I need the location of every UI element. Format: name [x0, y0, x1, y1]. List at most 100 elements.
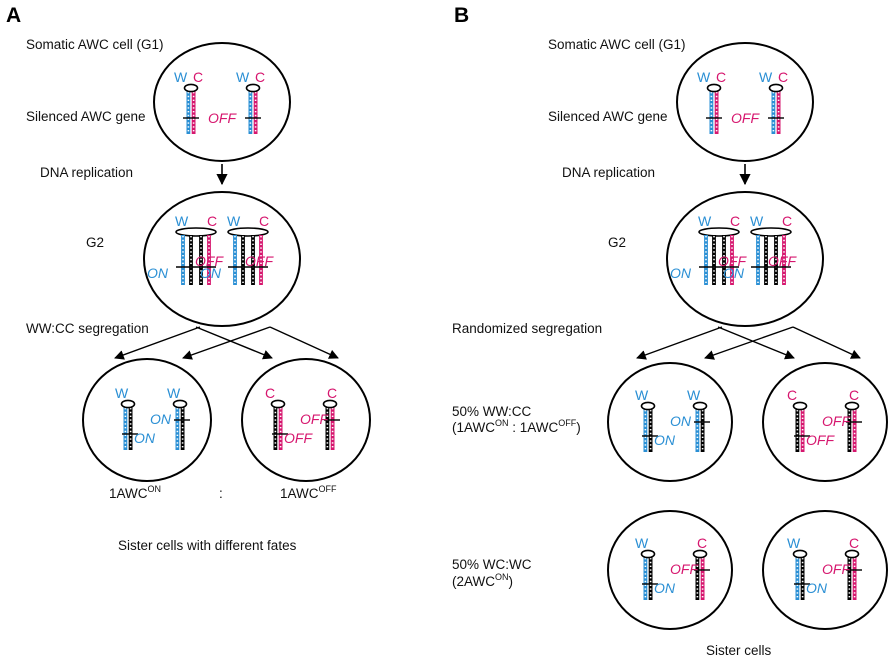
c-label: C: [327, 385, 337, 401]
off-label: OFF: [806, 432, 835, 448]
centromere-cap: [844, 549, 860, 559]
ww-open: (1AWC: [452, 420, 495, 435]
panel-b-segregation-label: Randomized segregation: [452, 321, 602, 336]
centromere-cap: [768, 83, 784, 93]
panel-a-seg-arrow: [195, 326, 273, 360]
centromere-cap: [183, 83, 199, 93]
w-label: C: [787, 387, 797, 403]
centromere-cap: [322, 399, 338, 409]
centromere-cap: [692, 549, 708, 559]
panel-a-seg-arrow: [182, 326, 271, 360]
on-label: ON: [723, 265, 745, 281]
panel-a-g1-cell: [153, 42, 291, 162]
panel-b-silenced-label: Silenced AWC gene: [548, 109, 668, 124]
centromere-cap: [120, 399, 136, 409]
on-label: ON: [200, 265, 222, 281]
panel-b-replication-label: DNA replication: [562, 165, 655, 180]
panel-b-ww-cell-1: [607, 362, 733, 482]
ww-close: ): [576, 420, 581, 435]
ww-sup2: OFF: [558, 418, 576, 428]
centromere-cap: [792, 549, 808, 559]
ww-mid: : 1AWC: [509, 420, 559, 435]
panel-a-seg-arrow: [269, 326, 339, 359]
w-label: W: [759, 69, 773, 85]
on-label: ON: [147, 265, 169, 281]
on-label: ON: [806, 580, 828, 596]
centromere-cap: [844, 401, 860, 411]
panel-a-caption: Sister cells with different fates: [118, 538, 297, 553]
panel-b-seg-arrow: [717, 326, 795, 360]
panel-b-g2-label: G2: [608, 235, 626, 250]
off-label: OFF: [245, 253, 274, 269]
c-label: C: [782, 213, 792, 229]
ratio-right-main: 1AWC: [280, 486, 319, 501]
w-label: W: [174, 69, 188, 85]
off-label: OFF: [822, 561, 851, 577]
on-label: ON: [654, 580, 676, 596]
panel-a: A Somatic AWC cell (G1) Silenced AWC gen…: [6, 4, 371, 553]
c-label: C: [778, 69, 788, 85]
panel-b-wc-cell-2: [762, 510, 888, 630]
c-label: C: [207, 213, 217, 229]
w-label: W: [175, 213, 189, 229]
panel-b-g2-cell: [666, 191, 824, 327]
centromere-cap: [750, 227, 792, 237]
centromere-cap: [698, 227, 740, 237]
off-label: OFF: [822, 413, 851, 429]
ww-sup1: ON: [495, 418, 509, 428]
ratio-left-sup: ON: [148, 484, 162, 494]
w-label: W: [787, 535, 801, 551]
w-label: W: [697, 69, 711, 85]
centromere-cap: [245, 83, 261, 93]
centromere-cap: [640, 549, 656, 559]
panel-a-segregation-label: WW:CC segregation: [26, 321, 149, 336]
panel-b-caption: Sister cells: [706, 643, 772, 658]
off-label: OFF: [195, 253, 224, 269]
wc-open: (2AWC: [452, 574, 495, 589]
ratio-left-main: 1AWC: [109, 486, 148, 501]
panel-b-wc-line1: 50% WC:WC: [452, 557, 532, 572]
panel-a-g2-label: G2: [86, 235, 104, 250]
off-label: OFF: [768, 253, 797, 269]
off-label: OFF: [300, 411, 329, 427]
c-label: C: [193, 69, 203, 85]
w-label: C: [265, 385, 275, 401]
panel-b-ww-line1: 50% WW:CC: [452, 404, 532, 419]
panel-b-g1-cell: [676, 42, 814, 162]
panel-a-daughter-on-cell: [82, 358, 212, 482]
off-label: OFF: [208, 110, 237, 126]
panel-a-somatic-label: Somatic AWC cell (G1): [26, 37, 164, 52]
c-label: C: [849, 535, 859, 551]
off-label: OFF: [670, 561, 699, 577]
panel-b-ww-line2: (1AWCON : 1AWCOFF): [452, 418, 581, 435]
panel-a-replication-label: DNA replication: [40, 165, 133, 180]
centromere-cap: [175, 227, 217, 237]
c-label: C: [716, 69, 726, 85]
panel-b: B Somatic AWC cell (G1) Silenced AWC gen…: [452, 4, 888, 658]
panel-b-seg-arrow: [636, 326, 723, 360]
w-label: W: [167, 385, 181, 401]
panel-b-wc-cell-1: [607, 510, 733, 630]
w-label: W: [635, 535, 649, 551]
panel-b-seg-arrow: [704, 326, 794, 360]
centromere-cap: [270, 399, 286, 409]
panel-b-letter: B: [454, 4, 469, 27]
on-label: ON: [134, 430, 156, 446]
centromere-cap: [692, 401, 708, 411]
panel-a-seg-arrow: [114, 326, 201, 360]
centromere-cap: [640, 401, 656, 411]
centromere-cap: [706, 83, 722, 93]
on-label: ON: [670, 413, 692, 429]
panel-b-wc-chromosomes-2: W C ON OFF: [787, 535, 862, 600]
panel-a-ratio-colon: :: [219, 486, 223, 501]
panel-a-daughter-off-cell: [241, 358, 371, 482]
